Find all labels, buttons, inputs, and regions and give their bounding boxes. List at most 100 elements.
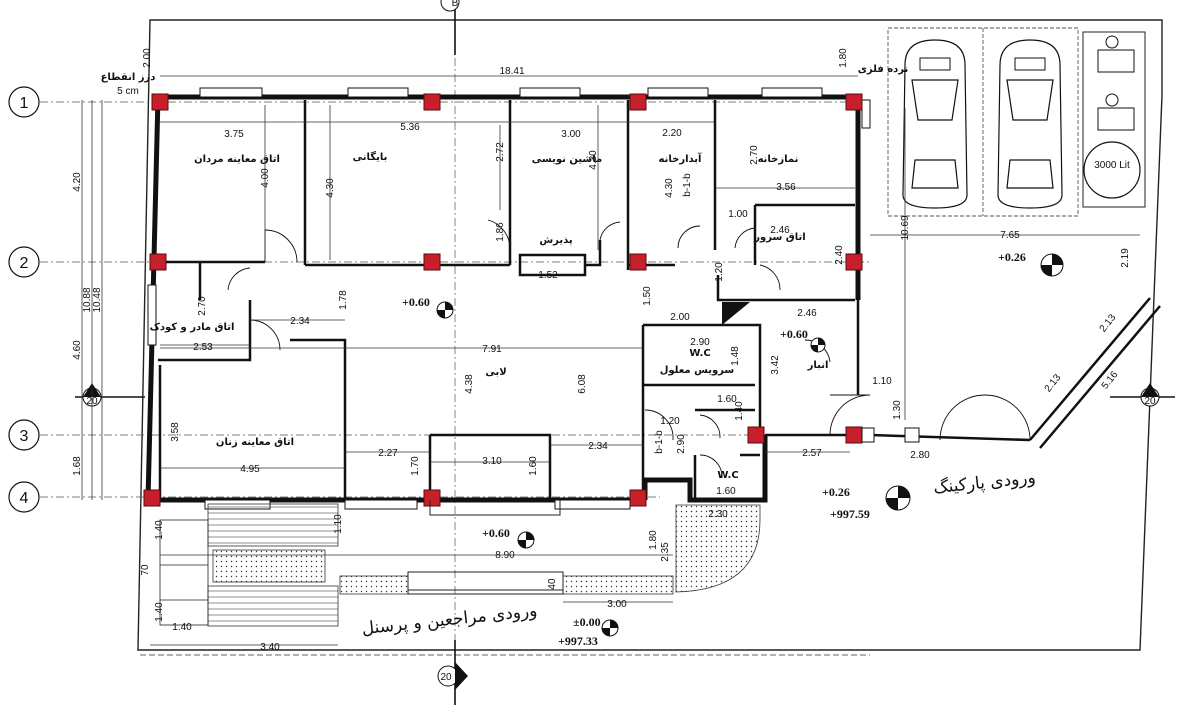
svg-text:1.60: 1.60 <box>717 394 737 405</box>
svg-text:4.20: 4.20 <box>72 172 83 192</box>
svg-text:A: A <box>1147 387 1154 398</box>
svg-text:2.46: 2.46 <box>770 225 790 236</box>
svg-text:2.53: 2.53 <box>193 342 213 353</box>
svg-text:+0.60: +0.60 <box>402 295 430 309</box>
svg-text:+0.60: +0.60 <box>482 526 510 540</box>
staff-entry-label: ورودی مراجعین و پرسنل <box>361 601 538 639</box>
svg-text:1.50: 1.50 <box>642 286 653 306</box>
pipe-label: b-1-b <box>682 173 693 197</box>
svg-text:+997.59: +997.59 <box>830 507 870 521</box>
room-label-reception: پذیرش <box>539 235 573 246</box>
section-marker-b-top: B <box>440 0 460 55</box>
svg-text:2.19: 2.19 <box>1120 248 1131 268</box>
svg-text:2.40: 2.40 <box>834 245 845 265</box>
svg-text:4.30: 4.30 <box>664 178 675 198</box>
level-parking-entry: +0.26 +997.59 <box>822 485 911 521</box>
svg-text:1.52: 1.52 <box>538 270 558 281</box>
axis-bubble-1: 1 <box>8 86 40 118</box>
svg-text:2.72: 2.72 <box>495 142 506 162</box>
svg-text:2.13: 2.13 <box>1098 312 1119 334</box>
svg-text:2.00: 2.00 <box>670 312 690 323</box>
level-main-entry: ±0.00 +997.33 <box>558 615 619 648</box>
svg-text:1.10: 1.10 <box>872 376 892 387</box>
svg-text:1.40: 1.40 <box>154 520 165 540</box>
room-label-wc-sign: W.C <box>689 348 710 359</box>
room-label-wc: W.C <box>717 470 738 481</box>
svg-text:3000 Lit: 3000 Lit <box>1094 160 1130 171</box>
svg-text:3.56: 3.56 <box>776 182 796 193</box>
room-label-server: اتاق سرور <box>753 232 805 243</box>
svg-text:1.00: 1.00 <box>728 209 748 220</box>
svg-text:8.90: 8.90 <box>495 550 515 561</box>
dimension-lines <box>81 75 1140 646</box>
svg-text:40: 40 <box>547 578 558 590</box>
svg-text:3.40: 3.40 <box>260 642 280 653</box>
level-storage: +0.60 <box>780 327 826 353</box>
parking-walls <box>861 27 1161 449</box>
svg-text:4.30: 4.30 <box>325 178 336 198</box>
svg-text:B: B <box>457 671 464 682</box>
svg-text:2.34: 2.34 <box>290 316 310 327</box>
grid-axis-lines <box>40 10 870 680</box>
room-label-mens-exam: اتاق معاینه مردان <box>194 154 280 165</box>
svg-text:1.40: 1.40 <box>172 622 192 633</box>
svg-text:20: 20 <box>440 672 452 683</box>
svg-text:2.46: 2.46 <box>797 308 817 319</box>
svg-text:1.40: 1.40 <box>734 401 745 421</box>
room-label-prayer: نمازخانه <box>758 154 799 165</box>
room-label-typist: ماشین نویسی <box>532 154 602 165</box>
svg-text:2.00: 2.00 <box>142 48 153 68</box>
svg-text:4.60: 4.60 <box>72 340 83 360</box>
svg-text:3.42: 3.42 <box>770 355 781 375</box>
svg-text:3.00: 3.00 <box>561 129 581 140</box>
car-1 <box>902 39 968 209</box>
svg-text:3.75: 3.75 <box>224 129 244 140</box>
svg-text:1.80: 1.80 <box>838 48 849 68</box>
car-2 <box>997 39 1063 209</box>
svg-text:1.10: 1.10 <box>333 514 344 534</box>
svg-text:3.00: 3.00 <box>607 599 627 610</box>
svg-text:1: 1 <box>20 95 29 112</box>
svg-text:2.80: 2.80 <box>910 450 930 461</box>
svg-text:+0.60: +0.60 <box>780 327 808 341</box>
svg-text:4.00: 4.00 <box>260 168 271 188</box>
level-lobby: +0.60 <box>402 295 454 319</box>
svg-text:2.57: 2.57 <box>802 448 822 459</box>
svg-text:1.20: 1.20 <box>714 262 725 282</box>
svg-text:18.41: 18.41 <box>499 66 524 77</box>
svg-text:1.70: 1.70 <box>410 456 421 476</box>
room-label-lobby: لابی <box>485 367 506 378</box>
pipe-label-2: b-1-b <box>654 430 665 454</box>
svg-text:+0.26: +0.26 <box>998 250 1026 264</box>
svg-text:1.68: 1.68 <box>72 456 83 476</box>
svg-text:+0.26: +0.26 <box>822 485 850 499</box>
svg-text:7.65: 7.65 <box>1000 230 1020 241</box>
svg-text:1.60: 1.60 <box>716 486 736 497</box>
svg-text:1.20: 1.20 <box>660 416 680 427</box>
svg-text:1.48: 1.48 <box>730 346 741 366</box>
room-label-womens-exam: اتاق معاینه زنان <box>216 437 294 448</box>
svg-text:2.90: 2.90 <box>676 434 687 454</box>
svg-text:70: 70 <box>140 564 151 576</box>
svg-text:3.10: 3.10 <box>482 456 502 467</box>
section-marker-a-left: A 20 <box>75 383 145 407</box>
svg-text:10.88: 10.88 <box>82 287 93 312</box>
section-marker-a-right: A 20 <box>1110 383 1175 407</box>
svg-text:1.78: 1.78 <box>338 290 349 310</box>
svg-text:10.69: 10.69 <box>900 215 911 240</box>
room-labels: اتاق معاینه مردان بایگانی ماشین نویسی آب… <box>101 64 909 481</box>
svg-text:1.86: 1.86 <box>495 222 506 242</box>
interior-walls <box>158 100 855 500</box>
svg-text:1.80: 1.80 <box>648 530 659 550</box>
svg-text:1.40: 1.40 <box>154 602 165 622</box>
svg-text:2.30: 2.30 <box>708 509 728 520</box>
svg-text:2.70: 2.70 <box>749 145 760 165</box>
axis-bubble-4: 4 <box>8 481 40 513</box>
svg-text:3.58: 3.58 <box>170 422 181 442</box>
label-expansion-joint-size: 5 cm <box>117 86 139 97</box>
shaft-fill <box>722 302 750 325</box>
svg-text:2.90: 2.90 <box>690 337 710 348</box>
level-parking: +0.26 <box>998 250 1064 277</box>
level-porch: +0.60 <box>482 526 535 549</box>
